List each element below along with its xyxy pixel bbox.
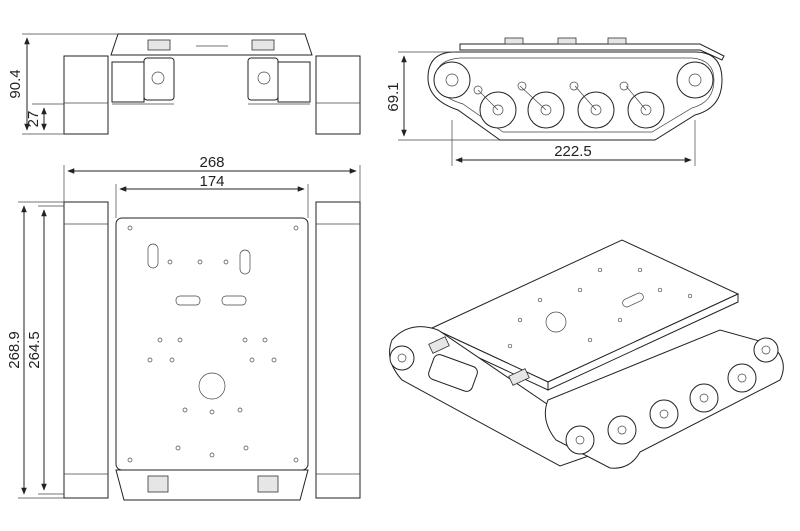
dim-top-width-outer: 268 [199, 154, 224, 171]
front-track-left [63, 55, 109, 135]
dim-front-height: 90.4 [7, 69, 24, 98]
front-motor-left [111, 61, 145, 103]
dim-side-length: 222.5 [554, 143, 592, 160]
front-motor-right [277, 61, 311, 103]
side-idler-wheel [676, 61, 714, 99]
iso-track-right [544, 329, 784, 469]
top-track-right [315, 201, 361, 499]
dim-top-length-inner: 264.5 [26, 331, 43, 369]
dim-side-height: 69.1 [385, 82, 402, 111]
side-view: 69.1 222.5 [385, 37, 725, 166]
side-top-plate [459, 43, 725, 61]
front-vent-left [147, 39, 171, 51]
dim-top-length-outer: 268.9 [6, 331, 23, 369]
top-track-left [63, 201, 109, 499]
dim-front-lower: 27 [25, 111, 42, 128]
side-track [427, 51, 723, 141]
iso-motor [428, 354, 478, 392]
top-holes [127, 225, 299, 463]
dim-top-width-inner: 174 [199, 173, 224, 190]
front-track-right [315, 55, 361, 135]
isometric-view [389, 239, 784, 469]
side-drive-wheel [433, 61, 471, 99]
top-view: 268 174 268.9 264.5 [6, 154, 361, 501]
front-top-plate [110, 33, 313, 56]
top-front-plate [115, 469, 309, 501]
top-plate [115, 217, 309, 471]
front-vent-right [251, 39, 275, 51]
front-view: 90.4 27 [7, 33, 361, 135]
